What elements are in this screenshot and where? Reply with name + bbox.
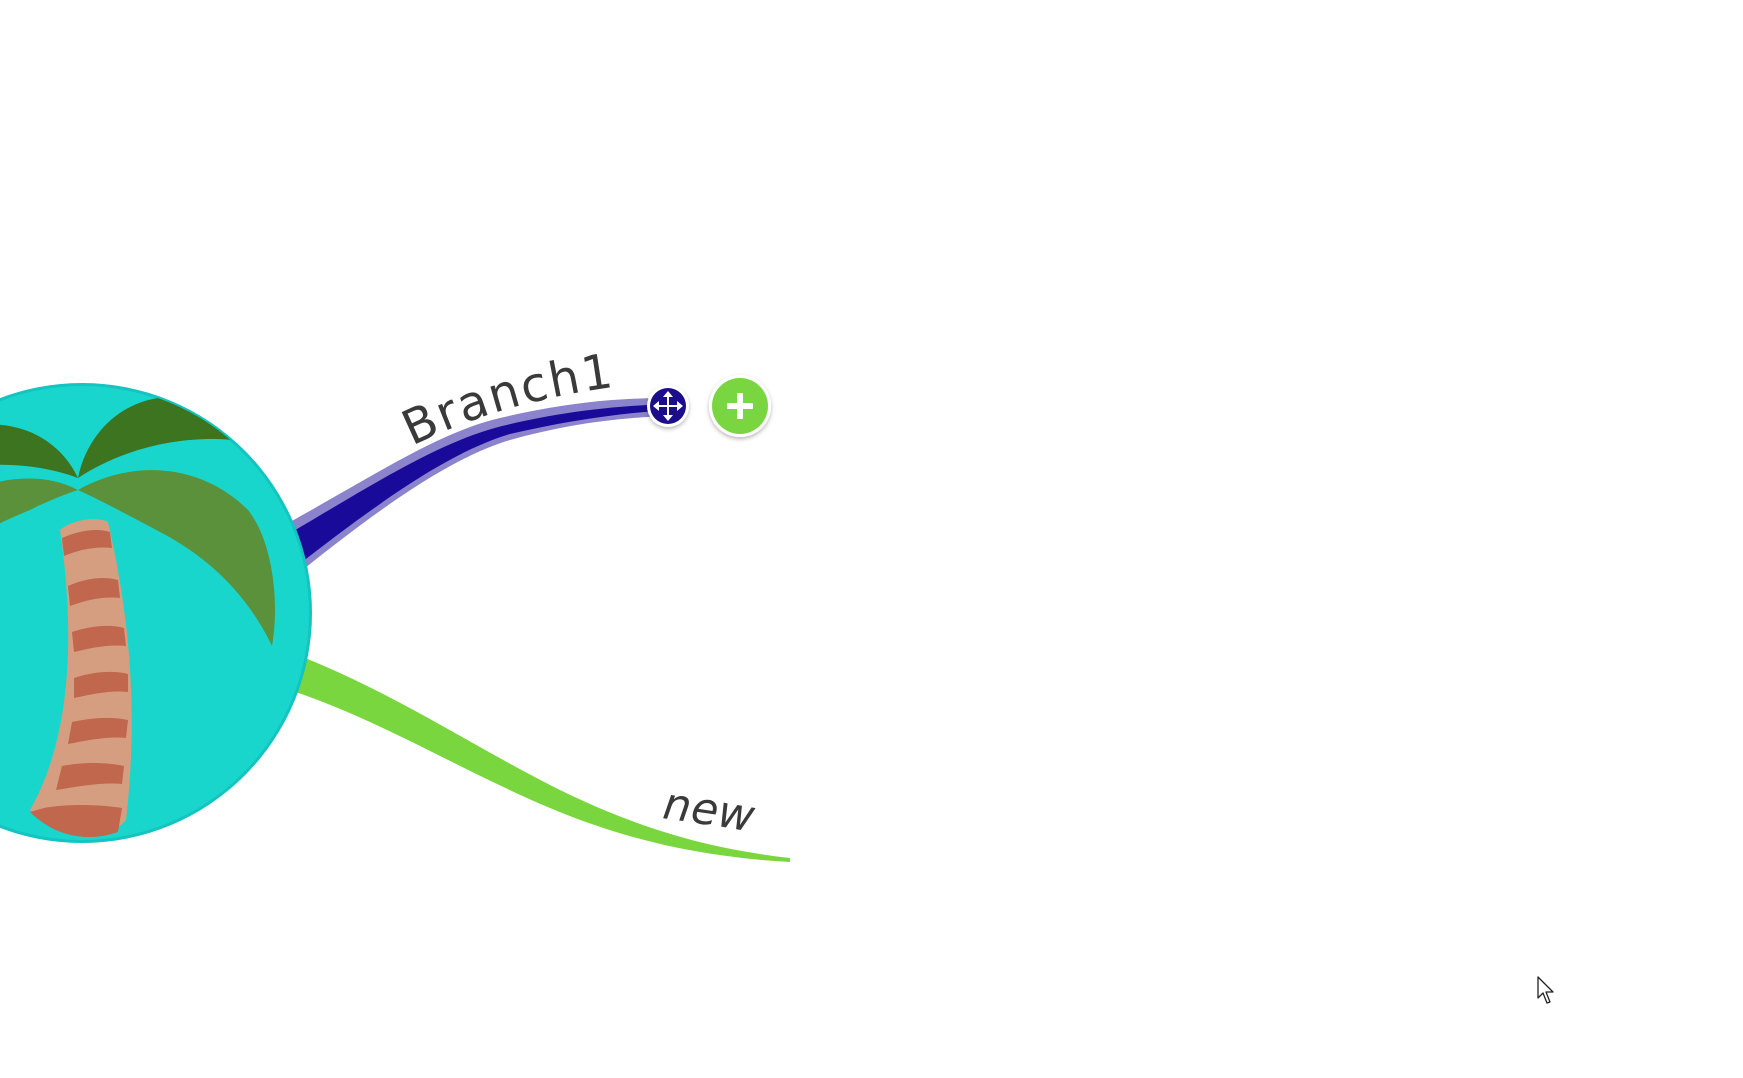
- plus-icon: [727, 393, 753, 419]
- branch-new-label[interactable]: new: [660, 778, 759, 842]
- branch-branch1[interactable]: Branch1: [290, 343, 668, 572]
- branch-new-line: [290, 652, 790, 862]
- branch1-line: [292, 404, 668, 562]
- move-handle[interactable]: [647, 385, 689, 427]
- palm-tree-icon: [0, 397, 275, 838]
- central-topic[interactable]: [0, 383, 312, 843]
- move-arrows-icon: [653, 391, 683, 421]
- branch1-selection-highlight: [290, 398, 668, 572]
- branch-new[interactable]: new: [290, 652, 790, 862]
- add-branch-button[interactable]: [709, 375, 771, 437]
